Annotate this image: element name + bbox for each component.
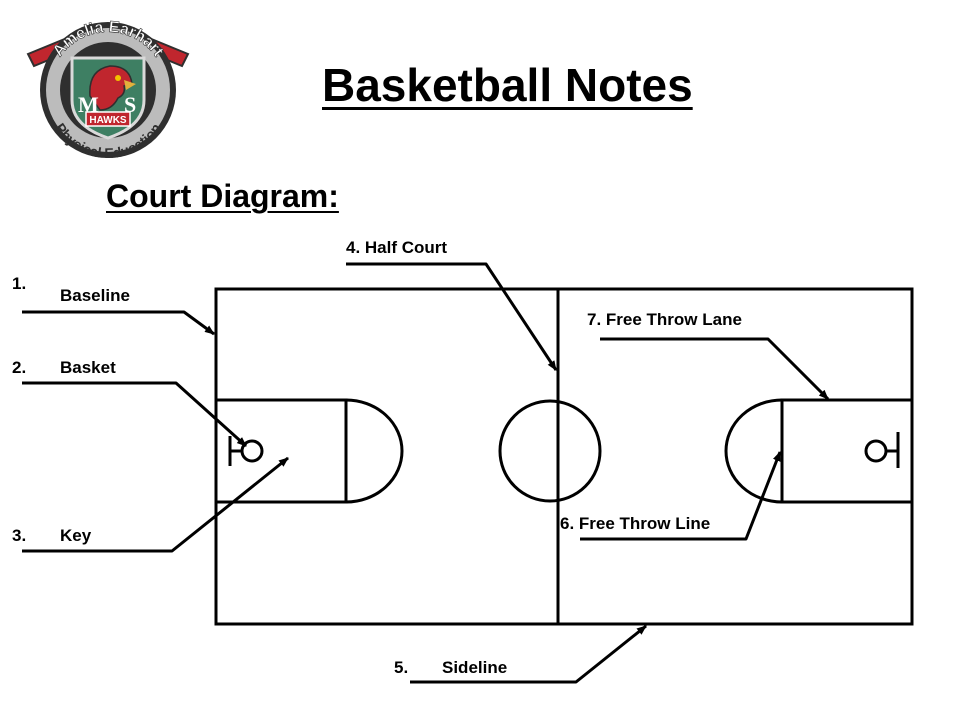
logo-letter-s: S xyxy=(124,92,136,117)
left-key-arc xyxy=(345,398,404,504)
free-throw-line-pointer xyxy=(580,451,782,541)
logo-letter-m: M xyxy=(78,92,99,117)
right-key xyxy=(780,398,912,504)
hawks-banner xyxy=(85,111,131,127)
label-sideline: Sideline xyxy=(442,658,508,677)
key-pointer xyxy=(22,456,289,553)
label-free-throw-line: 6. Free Throw Line xyxy=(560,514,711,533)
sideline-pointer xyxy=(410,624,647,684)
label-key-number: 3. xyxy=(12,526,27,545)
left-basket xyxy=(240,439,264,463)
center-circle xyxy=(498,399,602,503)
label-free-throw-lane: 7. Free Throw Lane xyxy=(587,310,742,329)
label-baseline: Baseline xyxy=(60,286,130,305)
label-key: Key xyxy=(60,526,92,545)
court-outline xyxy=(214,287,914,626)
right-basket xyxy=(864,439,888,463)
label-sideline-number: 5. xyxy=(394,658,409,677)
section-title: Court Diagram: xyxy=(106,178,339,214)
right-key-arc xyxy=(724,398,783,504)
label-half-court: 4. Half Court xyxy=(346,238,448,257)
banner-text: HAWKS xyxy=(89,115,127,126)
baseline-pointer xyxy=(22,310,215,336)
half-court-pointer xyxy=(346,262,558,371)
hawk-mascot-icon xyxy=(89,65,136,111)
free-throw-lane-pointer xyxy=(600,337,830,401)
page-title: Basketball Notes xyxy=(322,59,693,111)
left-key xyxy=(216,398,348,504)
school-logo: HAWKS M S Amelia Earhart Physical Educat… xyxy=(26,19,190,161)
label-basket: Basket xyxy=(60,358,116,377)
label-basket-number: 2. xyxy=(12,358,27,377)
label-baseline-number: 1. xyxy=(12,274,27,293)
basket-pointer xyxy=(22,381,248,448)
